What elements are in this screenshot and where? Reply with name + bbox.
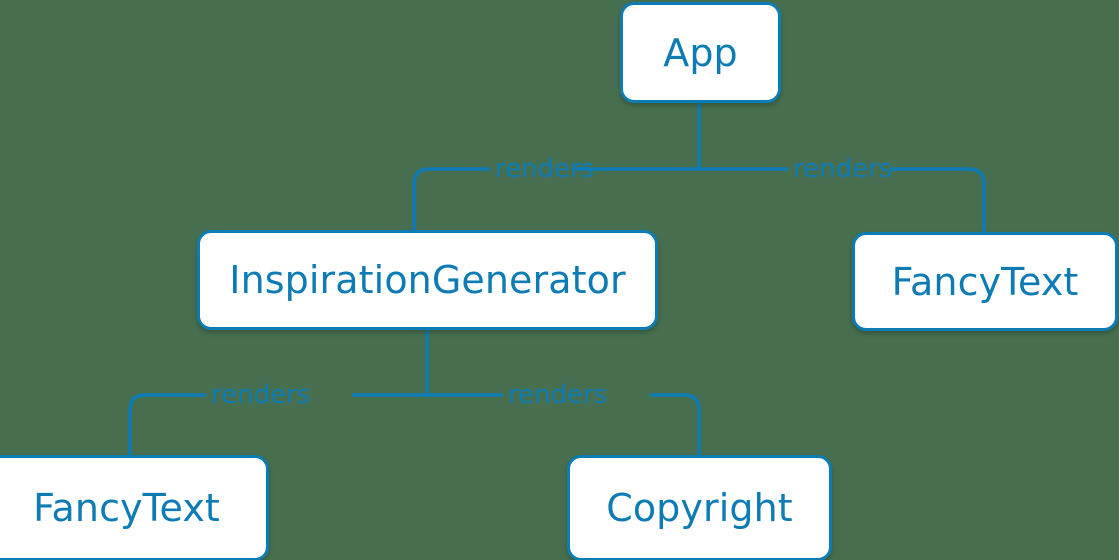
node-fancytext-right[interactable]: FancyText [852,232,1118,331]
edge-inspirationgenerator-to-copyright-b [650,393,701,455]
edge-label-inspirationgenerator-to-copyright: renders [508,380,608,410]
edge-inspirationgenerator-to-fancytext-bottom-b [128,393,206,455]
node-copyright[interactable]: Copyright [567,455,832,560]
node-inspirationgenerator-label: InspirationGenerator [229,258,626,302]
edge-label-inspirationgenerator-to-fancytext-bottom: renders [211,380,311,410]
node-copyright-label: Copyright [606,486,793,530]
node-app[interactable]: App [620,2,781,103]
node-fancytext-bottom[interactable]: FancyText [0,455,269,560]
edge-label-app-to-inspirationgenerator: renders [495,154,595,184]
node-fancytext-bottom-label: FancyText [33,486,220,530]
edge-label-app-to-fancytext-right: renders [793,154,893,184]
node-inspirationgenerator[interactable]: InspirationGenerator [197,230,658,330]
node-fancytext-right-label: FancyText [891,259,1079,304]
edge-app-to-inspirationgenerator-b [412,167,490,230]
edge-app-to-fancytext-right-b [890,167,986,232]
node-app-label: App [663,30,738,75]
